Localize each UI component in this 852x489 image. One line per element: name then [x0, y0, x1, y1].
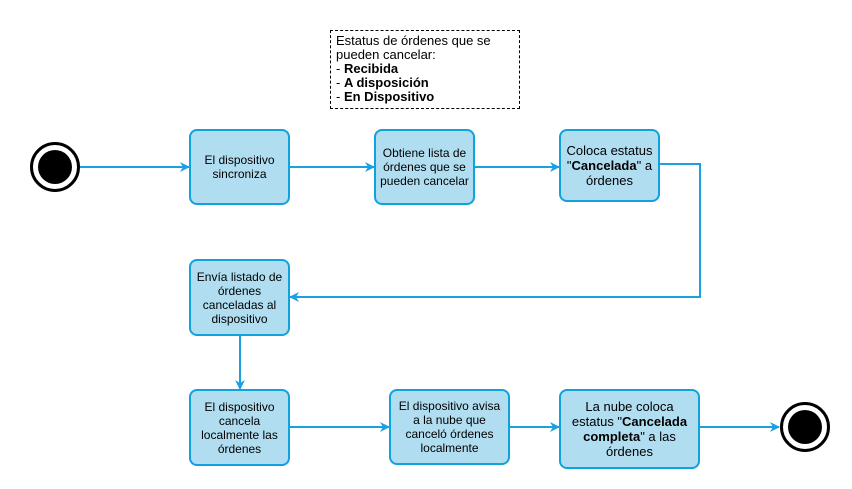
cancellable-status-note: Estatus de órdenes que se pueden cancela…: [330, 30, 520, 109]
node-send-list: Envía listado de órdenes canceladas al d…: [189, 259, 290, 336]
note-item: - A disposición: [336, 75, 429, 90]
node-notify-cloud: El dispositivo avisa a la nube que cance…: [389, 389, 510, 465]
note-item: - Recibida: [336, 61, 399, 76]
node-cloud-status: La nube coloca estatus "Cancelada comple…: [559, 389, 700, 469]
end-node: [780, 402, 830, 452]
node-get-list: Obtiene lista de órdenes que se pueden c…: [374, 129, 475, 205]
note-intro: Estatus de órdenes que se pueden cancela…: [336, 33, 491, 62]
edge-status-to-send: [289, 163, 701, 302]
start-node: [30, 142, 80, 192]
node-cancel-local: El dispositivo cancela localmente las ór…: [189, 389, 290, 466]
node-set-status: Coloca estatus "Cancelada" a órdenes: [559, 129, 660, 202]
note-item: - En Dispositivo: [336, 89, 435, 104]
node-sync: El dispositivo sincroniza: [189, 129, 290, 205]
